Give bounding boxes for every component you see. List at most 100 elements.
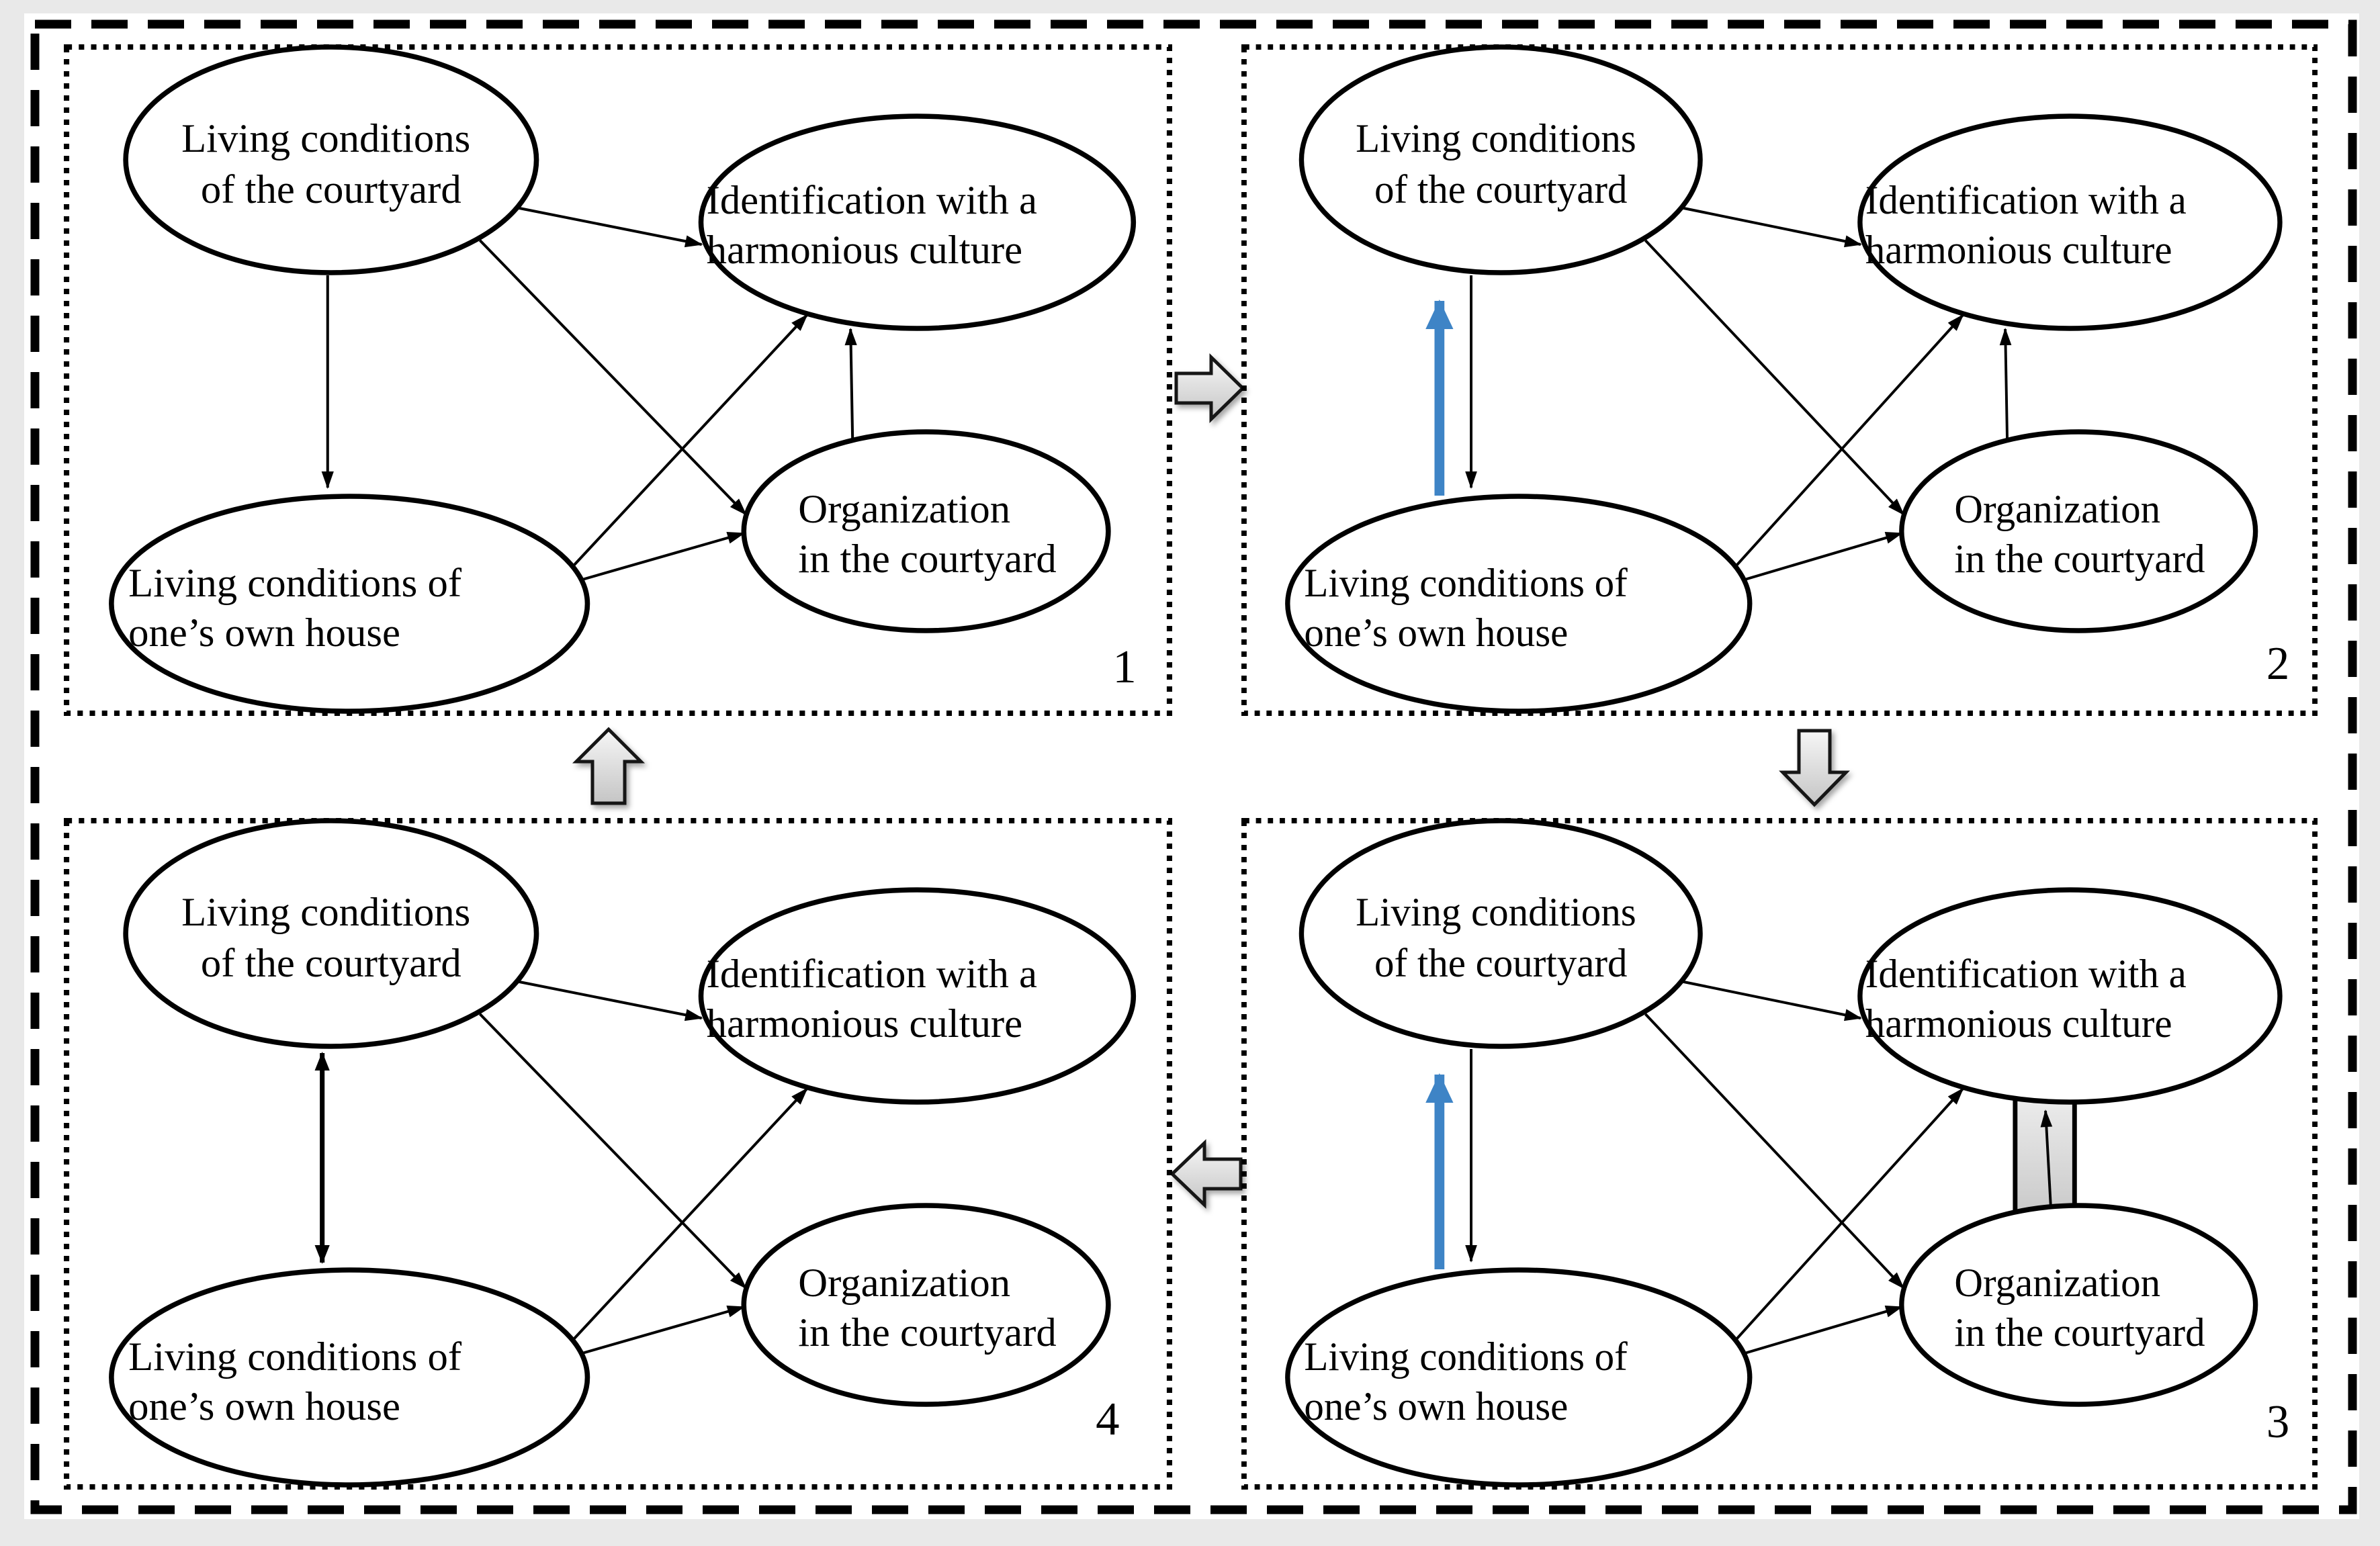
node-identification-ellipse xyxy=(698,887,1137,1105)
label-line: of the courtyard xyxy=(1374,167,1628,212)
node-identification-label: Identification with a harmonious culture xyxy=(707,178,1048,273)
arrow-organization-to-identification xyxy=(844,328,857,441)
node-living-conditions-courtyard-label: Living conditions of the courtyard xyxy=(1356,890,1646,986)
node-identification-label: Identification with a harmonious culture xyxy=(1865,952,2197,1046)
panel-1-nodes: Living conditions of the courtyard Ident… xyxy=(109,44,1137,714)
panel-1-dotted-border xyxy=(63,44,1172,716)
label-line: Identification with a xyxy=(707,178,1037,223)
label-line: in the courtyard xyxy=(1954,1310,2205,1355)
node-living-conditions-courtyard-ellipse xyxy=(123,818,539,1049)
label-line: Living conditions of xyxy=(1304,561,1628,606)
arrow-courtyard-to-organization xyxy=(479,239,747,516)
influence-band-organization-identification xyxy=(2013,1099,2077,1212)
arrow-courtyard-to-identification xyxy=(512,206,703,248)
node-organization-ellipse xyxy=(741,1203,1111,1407)
block-arrow-right-icon xyxy=(1174,353,1245,423)
label-line: Organization xyxy=(798,487,1010,532)
panel-4-links xyxy=(314,979,808,1357)
arrow-ownhouse-to-identification xyxy=(1734,1087,1964,1342)
block-arrow-up-icon xyxy=(572,727,646,805)
arrow-courtyard-to-identification xyxy=(1677,979,1862,1021)
panel-4-dotted-border xyxy=(63,818,1172,1490)
node-identification-ellipse xyxy=(1857,887,2283,1105)
panel-2: Living conditions of the courtyard Ident… xyxy=(1241,44,2318,716)
arrow-organization-to-identification xyxy=(2040,1109,2053,1208)
node-living-conditions-ownhouse-label: Living conditions of one’s own house xyxy=(128,561,472,655)
node-living-conditions-courtyard-label: Living conditions of the courtyard xyxy=(181,890,480,986)
node-living-conditions-ownhouse-label: Living conditions of one’s own house xyxy=(1304,1334,1637,1429)
node-living-conditions-ownhouse-ellipse xyxy=(109,1267,590,1488)
label-line: harmonious culture xyxy=(707,1001,1023,1046)
node-organization-ellipse xyxy=(1899,1203,2258,1407)
label-line: one’s own house xyxy=(1304,1384,1568,1429)
node-living-conditions-ownhouse-ellipse xyxy=(109,494,590,714)
panel-number-2: 2 xyxy=(2266,637,2289,690)
node-identification-label: Identification with a harmonious culture xyxy=(1865,178,2197,273)
node-identification-ellipse xyxy=(698,113,1137,331)
node-organization-label: Organization in the courtyard xyxy=(798,487,1056,582)
panel-4: Living conditions of the courtyard Ident… xyxy=(63,818,1172,1490)
label-line: Living conditions of xyxy=(1304,1334,1628,1379)
node-living-conditions-ownhouse-ellipse xyxy=(1285,1267,1753,1488)
panel-1: Living conditions of the courtyard Ident… xyxy=(63,44,1172,716)
label-line: Living conditions xyxy=(181,116,470,161)
arrow-courtyard-to-organization xyxy=(479,1013,747,1289)
label-line: in the courtyard xyxy=(798,537,1056,582)
arrow-ownhouse-to-organization xyxy=(574,532,746,583)
label-line: Living conditions xyxy=(1356,116,1636,161)
label-line: of the courtyard xyxy=(201,167,461,212)
panel-3-dotted-border xyxy=(1241,818,2318,1490)
node-living-conditions-courtyard-label: Living conditions of the courtyard xyxy=(1356,116,1646,212)
node-organization-label: Organization in the courtyard xyxy=(1954,487,2205,582)
node-living-conditions-ownhouse-label: Living conditions of one’s own house xyxy=(1304,561,1637,655)
panel-number-3: 3 xyxy=(2266,1396,2289,1448)
label-line: harmonious culture xyxy=(1865,228,2172,273)
label-line: in the courtyard xyxy=(1954,537,2205,582)
node-organization-ellipse xyxy=(741,429,1111,633)
node-organization-ellipse xyxy=(1899,429,2258,633)
panel-1-links xyxy=(321,206,857,583)
panel-3-links xyxy=(1425,979,2077,1357)
label-line: one’s own house xyxy=(1304,610,1568,655)
label-line: Organization xyxy=(798,1261,1010,1306)
node-living-conditions-ownhouse-label: Living conditions of one’s own house xyxy=(128,1334,472,1429)
label-line: Living conditions of xyxy=(128,561,462,606)
node-living-conditions-courtyard-ellipse xyxy=(1298,44,1703,275)
label-line: Organization xyxy=(1954,1261,2160,1306)
label-line: Identification with a xyxy=(707,952,1037,997)
node-organization-label: Organization in the courtyard xyxy=(1954,1261,2205,1355)
label-line: harmonious culture xyxy=(1865,1001,2172,1046)
outer-dashed-border xyxy=(30,19,2357,1514)
label-line: Living conditions xyxy=(1356,890,1636,935)
label-line: Organization xyxy=(1954,487,2160,532)
arrow-ownhouse-to-organization xyxy=(1737,532,1903,583)
node-organization-label: Organization in the courtyard xyxy=(798,1261,1056,1355)
node-living-conditions-courtyard-ellipse xyxy=(123,44,539,275)
arrow-courtyard-to-identification xyxy=(512,979,703,1021)
label-line: Living conditions xyxy=(181,890,470,935)
node-identification-label: Identification with a harmonious culture xyxy=(707,952,1048,1046)
node-living-conditions-ownhouse-ellipse xyxy=(1285,494,1753,714)
arrow-ownhouse-to-identification xyxy=(1734,314,1964,568)
arrow-organization-to-identification xyxy=(1999,328,2012,441)
arrow-ownhouse-to-organization xyxy=(1737,1306,1903,1357)
arrow-courtyard-to-organization xyxy=(1644,239,1905,516)
node-identification-ellipse xyxy=(1857,113,2283,331)
arrow-ownhouse-to-identification xyxy=(571,314,808,568)
label-line: of the courtyard xyxy=(201,941,461,986)
block-arrow-left-icon xyxy=(1170,1139,1243,1209)
panel-2-dotted-border xyxy=(1241,44,2318,716)
arrow-ownhouse-to-organization xyxy=(574,1306,746,1357)
label-line: one’s own house xyxy=(128,1384,400,1429)
arrow-courtyard-to-organization xyxy=(1644,1013,1905,1289)
node-living-conditions-courtyard-ellipse xyxy=(1298,818,1703,1049)
label-line: harmonious culture xyxy=(707,228,1023,273)
panel-2-links xyxy=(1425,206,2012,583)
block-arrow-down-icon xyxy=(1779,729,1850,807)
label-line: Identification with a xyxy=(1865,952,2187,997)
label-line: Living conditions of xyxy=(128,1334,462,1379)
arrow-courtyard-to-identification xyxy=(1677,206,1862,248)
panel-2-nodes: Living conditions of the courtyard Ident… xyxy=(1285,44,2283,714)
